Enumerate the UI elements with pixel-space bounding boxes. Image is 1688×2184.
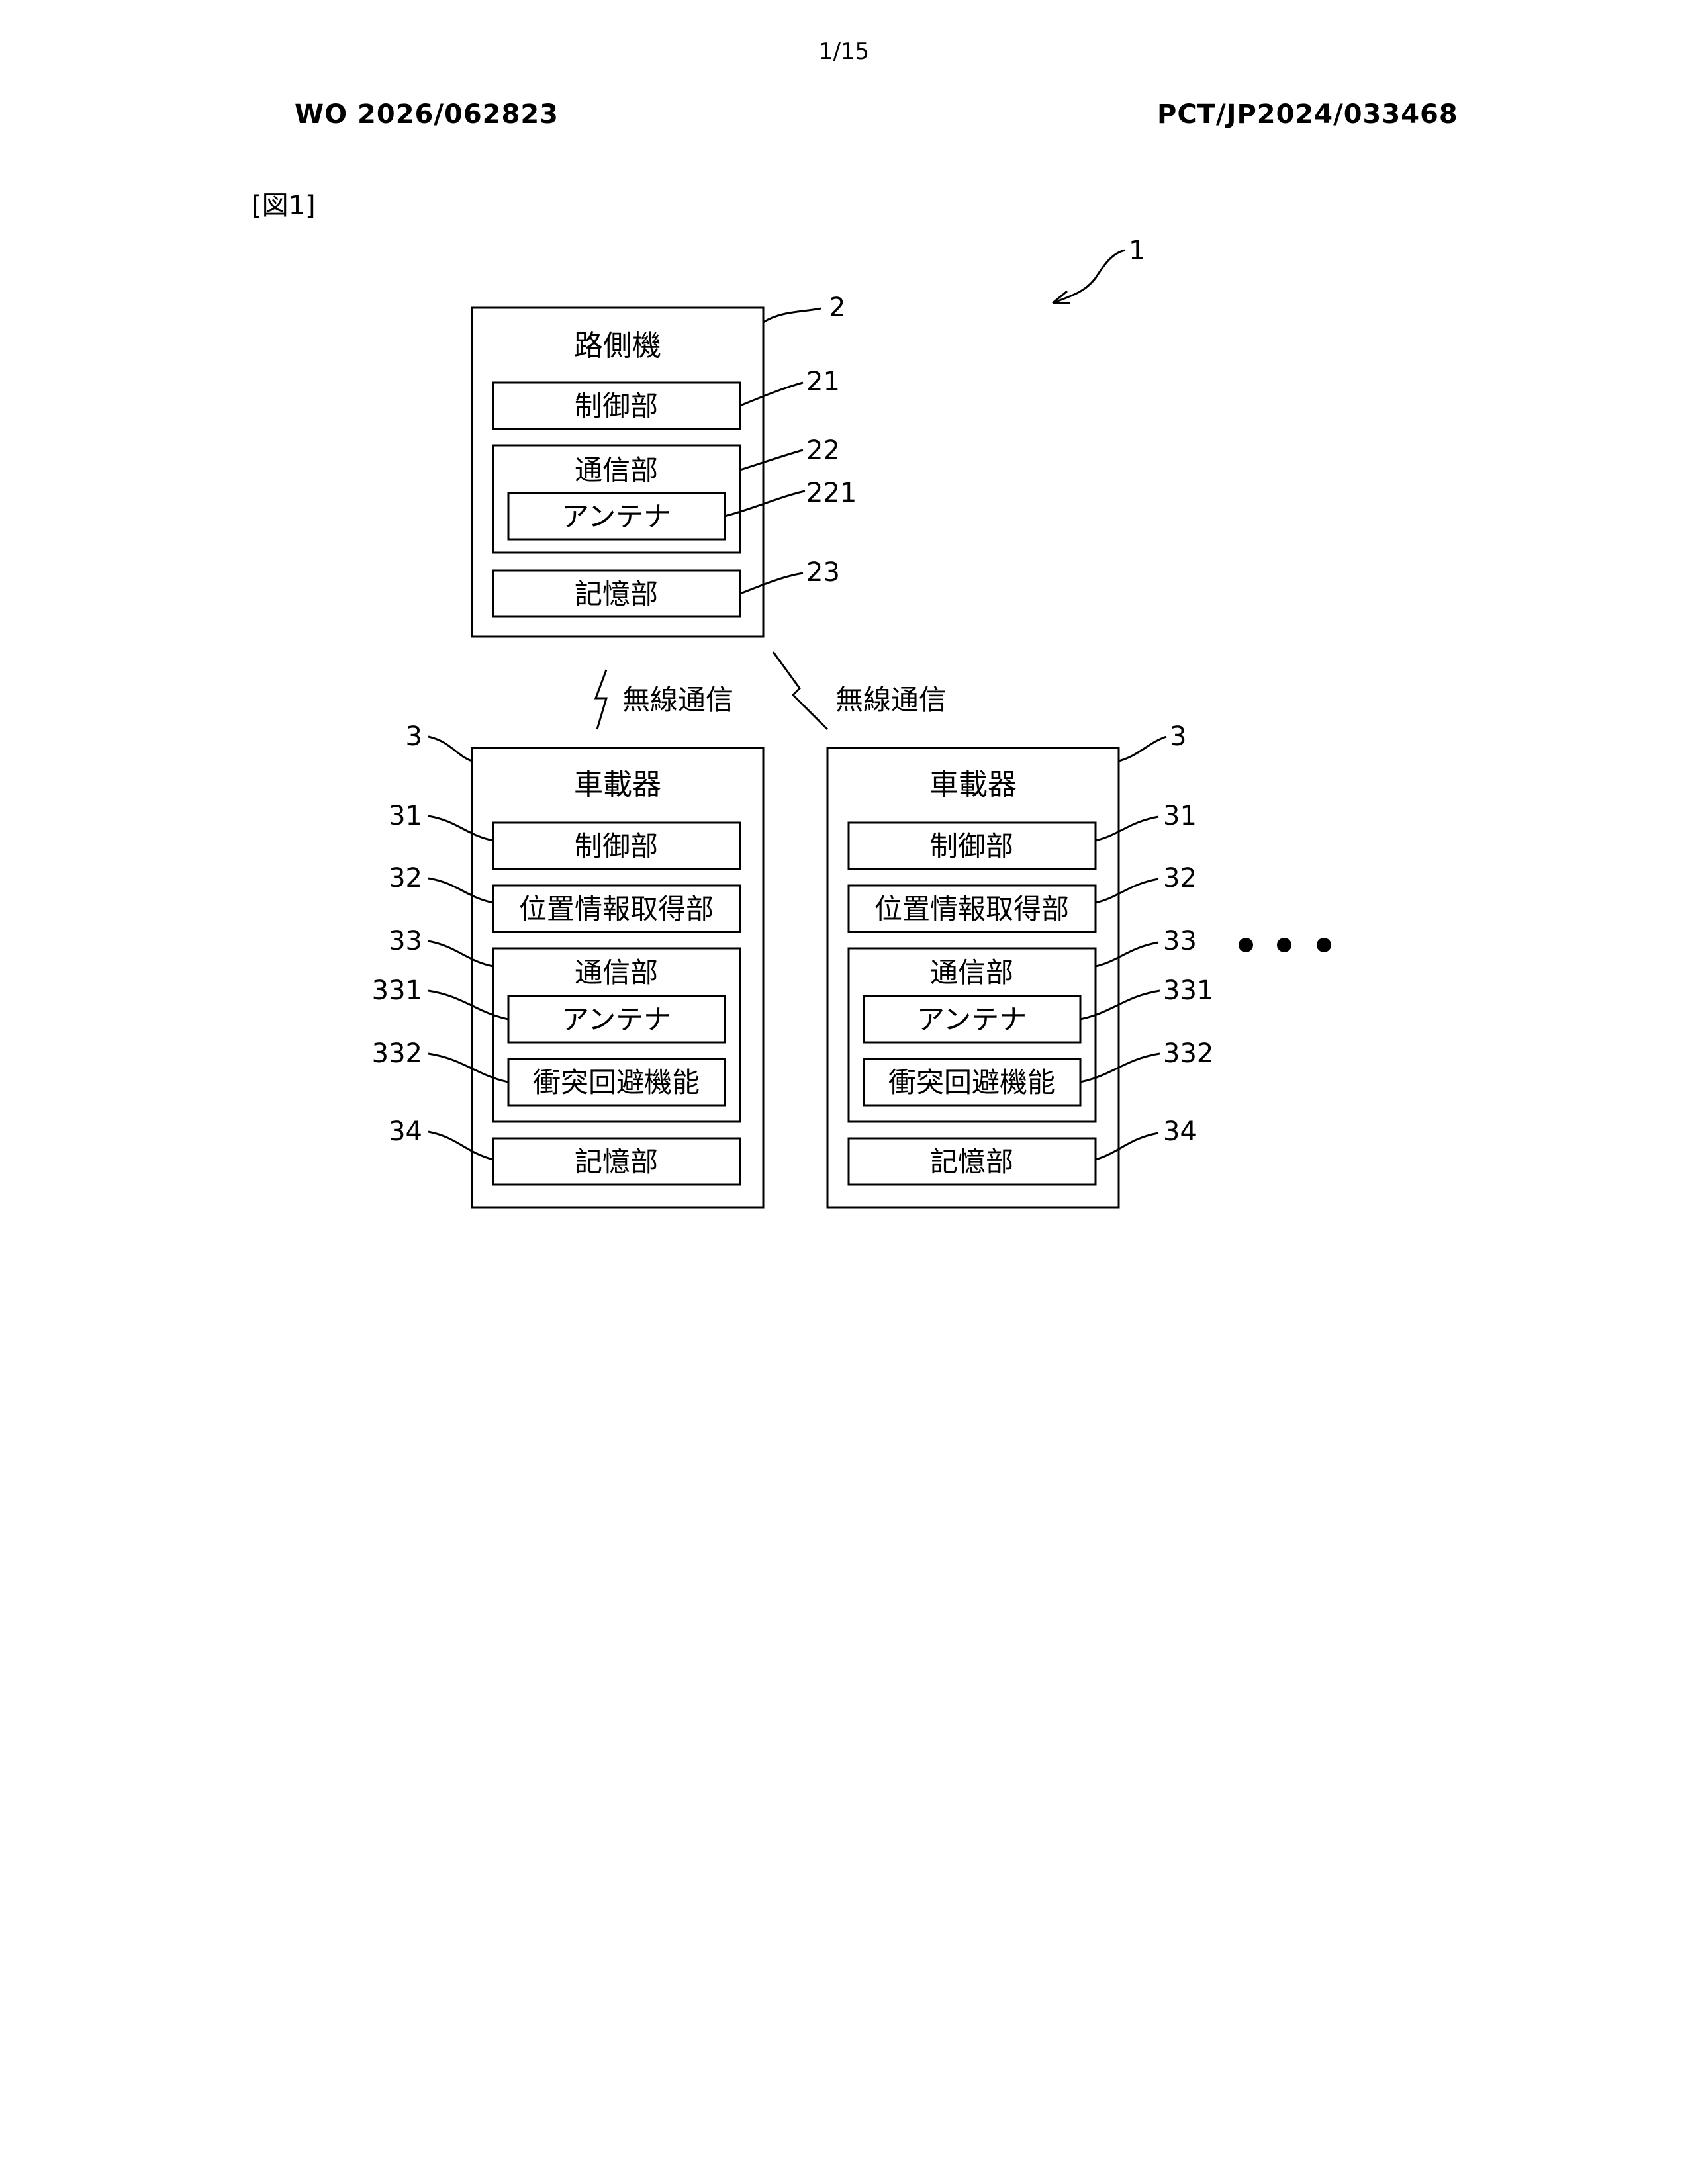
leader-line-33-right xyxy=(1096,942,1158,966)
roadside-unit-title: 路側機 xyxy=(574,329,661,363)
wireless-symbol-left xyxy=(596,670,606,729)
ref-onboard-right-storage: 34 xyxy=(1163,1116,1197,1147)
ref-onboard-right-avoid: 332 xyxy=(1163,1038,1213,1069)
onboard-right-avoid-label: 衝突回避機能 xyxy=(888,1066,1055,1099)
wireless-label-left: 無線通信 xyxy=(622,684,733,716)
ref-onboard-right-comm: 33 xyxy=(1163,926,1197,956)
ref-onboard-left: 3 xyxy=(406,721,422,752)
onboard-left-position-label: 位置情報取得部 xyxy=(519,893,714,925)
leader-line-3-left xyxy=(428,737,472,761)
leader-line-332-left xyxy=(428,1054,508,1082)
wireless-symbol-right xyxy=(773,652,827,729)
ellipsis-dot xyxy=(1239,938,1253,952)
onboard-left-comm-label: 通信部 xyxy=(575,956,658,989)
leader-line-332-right xyxy=(1080,1054,1160,1082)
ref-onboard-left-position: 32 xyxy=(389,863,422,893)
onboard-right-comm-label: 通信部 xyxy=(930,956,1013,989)
ref-onboard-right-antenna: 331 xyxy=(1163,976,1213,1006)
ref-onboard-right-control: 31 xyxy=(1163,801,1197,831)
leader-line-22 xyxy=(740,450,803,470)
roadside-storage-label: 記憶部 xyxy=(575,578,658,610)
ref-onboard-left-avoid: 332 xyxy=(372,1038,422,1069)
ref-onboard-right: 3 xyxy=(1170,721,1186,752)
onboard-right-antenna-label: アンテナ xyxy=(917,1003,1027,1036)
ref-roadside-antenna: 221 xyxy=(806,478,857,508)
onboard-left-control-label: 制御部 xyxy=(575,830,658,862)
onboard-right-position-label: 位置情報取得部 xyxy=(874,893,1069,925)
roadside-antenna-label: アンテナ xyxy=(561,500,671,533)
ref-onboard-left-control: 31 xyxy=(389,801,422,831)
leader-line-2 xyxy=(763,308,821,322)
leader-line-221 xyxy=(725,491,805,516)
ref-onboard-left-comm: 33 xyxy=(389,926,422,956)
leader-line-33-left xyxy=(428,941,493,966)
leader-line-21 xyxy=(740,383,803,406)
ref-onboard-right-position: 32 xyxy=(1163,863,1197,893)
leader-line-31-right xyxy=(1096,817,1158,841)
onboard-left-antenna-label: アンテナ xyxy=(561,1003,671,1036)
ref-roadside-comm: 22 xyxy=(806,435,840,466)
ellipsis-dot xyxy=(1317,938,1331,952)
roadside-comm-label: 通信部 xyxy=(575,454,658,486)
ref-roadside-storage: 23 xyxy=(806,557,840,588)
onboard-left-title: 車載器 xyxy=(574,768,661,801)
ellipsis-dot xyxy=(1277,938,1291,952)
ref-system: 1 xyxy=(1129,236,1145,266)
leader-line-34-left xyxy=(428,1132,493,1160)
onboard-left-storage-label: 記憶部 xyxy=(575,1146,658,1178)
leader-line-34-right xyxy=(1096,1133,1158,1160)
roadside-control-label: 制御部 xyxy=(575,390,658,422)
onboard-left-avoid-label: 衝突回避機能 xyxy=(533,1066,700,1099)
ref-roadside-control: 21 xyxy=(806,367,840,397)
onboard-right-storage-label: 記憶部 xyxy=(930,1146,1013,1178)
leader-line-331-right xyxy=(1080,991,1160,1019)
leader-line-3-right xyxy=(1119,737,1166,761)
leader-line-331-left xyxy=(428,991,508,1019)
leader-line-31-left xyxy=(428,816,493,841)
ref-roadside-unit: 2 xyxy=(829,293,845,323)
ref-onboard-left-storage: 34 xyxy=(389,1116,422,1147)
onboard-right-control-label: 制御部 xyxy=(930,830,1013,862)
leader-line-32-left xyxy=(428,878,493,903)
leader-line-32-right xyxy=(1096,879,1158,903)
onboard-right-title: 車載器 xyxy=(929,768,1017,801)
leader-line-23 xyxy=(740,573,803,594)
ref-onboard-left-antenna: 331 xyxy=(372,976,422,1006)
wireless-label-right: 無線通信 xyxy=(835,684,947,716)
